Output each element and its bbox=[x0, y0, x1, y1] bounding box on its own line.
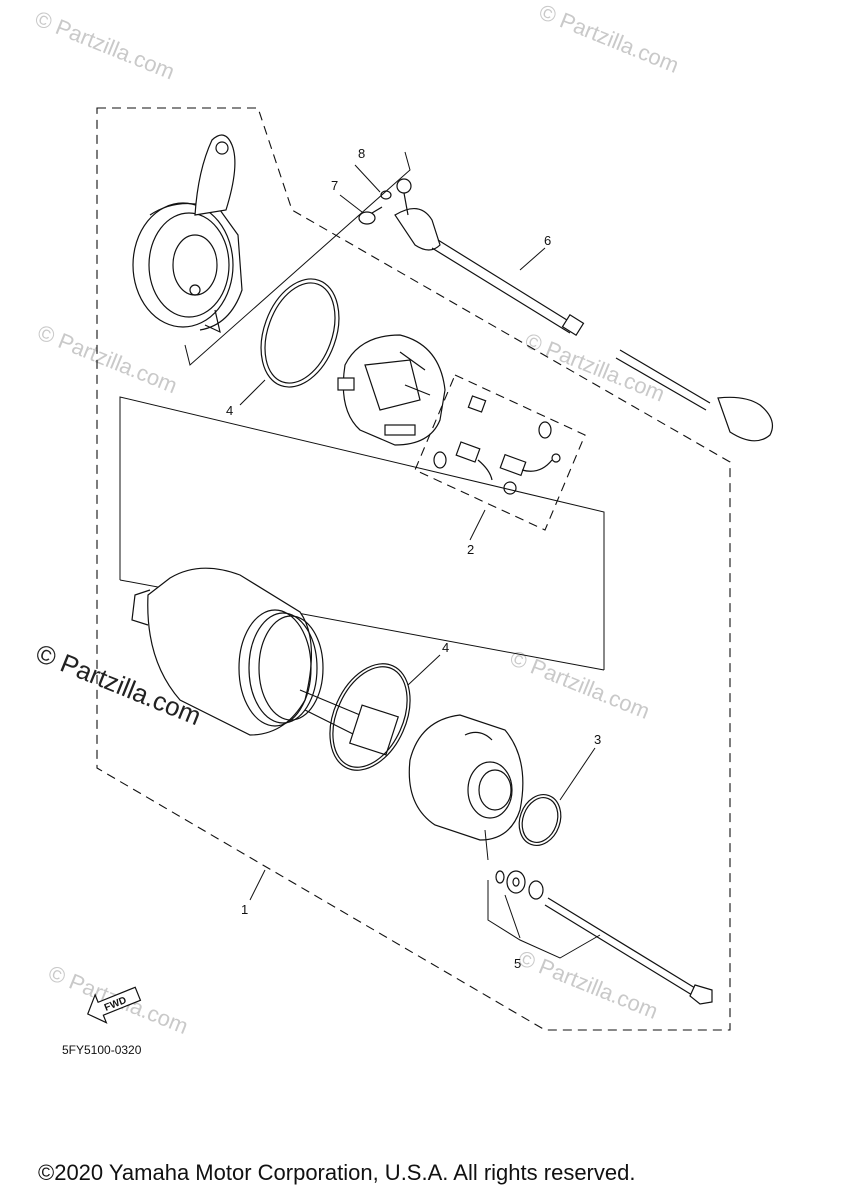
o-ring-small bbox=[518, 794, 562, 846]
o-ring-upper bbox=[260, 278, 340, 388]
motor-yoke bbox=[131, 567, 400, 756]
front-cover bbox=[408, 714, 524, 841]
callout-3[interactable]: 3 bbox=[594, 732, 601, 747]
o-ring-middle bbox=[329, 663, 411, 771]
watermark: © Partzilla.com bbox=[34, 320, 181, 399]
watermark: © Partzilla.com bbox=[522, 328, 669, 407]
o-ring-middle-inner bbox=[332, 666, 408, 768]
bolt-set bbox=[487, 870, 713, 1005]
callout-7[interactable]: 7 bbox=[331, 178, 338, 193]
rear-cover bbox=[132, 134, 243, 334]
watermark: © Partzilla.com bbox=[506, 645, 653, 724]
callout-6[interactable]: 6 bbox=[544, 233, 551, 248]
screw-and-washer bbox=[358, 190, 392, 225]
assembly-outline bbox=[96, 107, 731, 1031]
callout-8[interactable]: 8 bbox=[358, 146, 365, 161]
diagram-code: 5FY5100-0320 bbox=[62, 1043, 142, 1057]
cover-bracket bbox=[184, 151, 411, 366]
brush-set-box bbox=[414, 374, 586, 531]
leader-lines bbox=[239, 164, 596, 901]
callout-2[interactable]: 2 bbox=[467, 542, 474, 557]
o-ring-upper-inner bbox=[264, 282, 336, 384]
watermark: © Partzilla.com bbox=[31, 6, 178, 85]
o-ring-small-inner bbox=[521, 797, 559, 843]
watermark: © Partzilla.com bbox=[515, 945, 662, 1024]
callout-4-upper[interactable]: 4 bbox=[226, 403, 233, 418]
callout-1[interactable]: 1 bbox=[241, 902, 248, 917]
lead-wire bbox=[394, 178, 773, 442]
callout-5[interactable]: 5 bbox=[514, 956, 521, 971]
brush-parts bbox=[433, 395, 561, 495]
armature-bracket bbox=[119, 396, 605, 670]
callout-4-middle[interactable]: 4 bbox=[442, 640, 449, 655]
watermark: © Partzilla.com bbox=[536, 0, 683, 78]
copyright-footer: ©2020 Yamaha Motor Corporation, U.S.A. A… bbox=[38, 1160, 635, 1185]
brush-holder bbox=[337, 334, 446, 446]
